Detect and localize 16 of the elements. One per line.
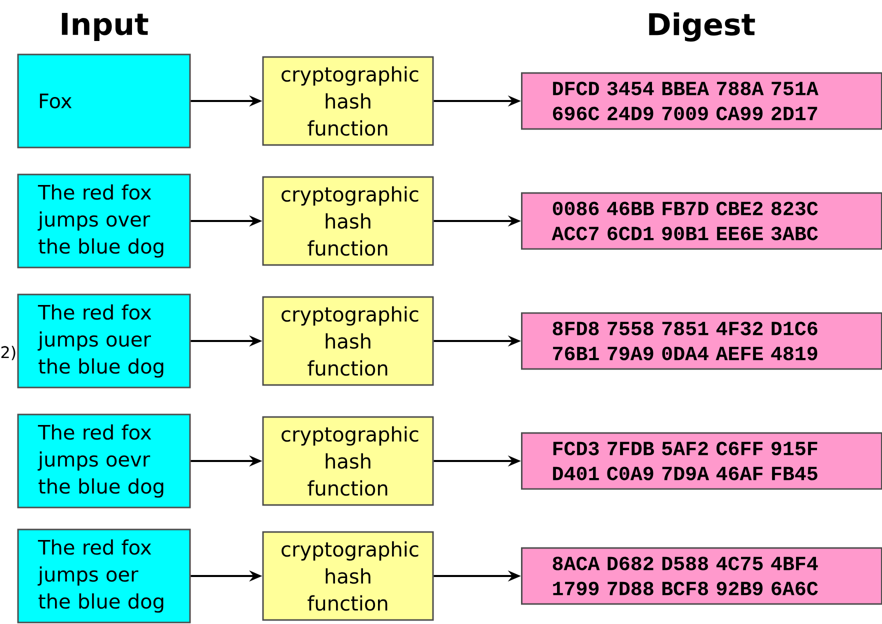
digest-box: 8FD8 7558 7851 4F32 D1C6 76B1 79A9 0DA4 AEFE 4819 [521, 312, 882, 370]
hash-function-box: cryptographic hash function [262, 416, 434, 506]
digest-box: 8ACA D682 D588 4C75 4BF4 1799 7D88 BCF8 92B9 6A6C [521, 547, 882, 605]
input-box: The red fox jumps oer the blue dog [17, 528, 191, 624]
input-box: Fox [17, 54, 191, 148]
column-heading: Digest [649, 12, 755, 42]
digest-box: 0086 46BB FB7D CBE2 823C ACC7 6CD1 90B1 EE6E 3ABC [521, 192, 882, 250]
input-box: The red fox jumps oevr the blue dog [17, 414, 191, 508]
input-box: The red fox jumps ouer the blue dog [17, 294, 191, 388]
digest-box: FCD3 7FDB 5AF2 C6FF 915F D401 C0A9 7D9A 46AF FB45 [521, 432, 882, 490]
input-box: The red fox jumps over the blue dog [17, 174, 191, 268]
hash-function-box: cryptographic hash function [262, 56, 434, 146]
hash-function-box: cryptographic hash function [262, 531, 434, 621]
hash-function-box: cryptographic hash function [262, 296, 434, 386]
digest-box: DFCD 3454 BBEA 788A 751A 696C 24D9 7009 CA99 2D17 [521, 72, 882, 130]
hash-function-box: cryptographic hash function [262, 176, 434, 266]
